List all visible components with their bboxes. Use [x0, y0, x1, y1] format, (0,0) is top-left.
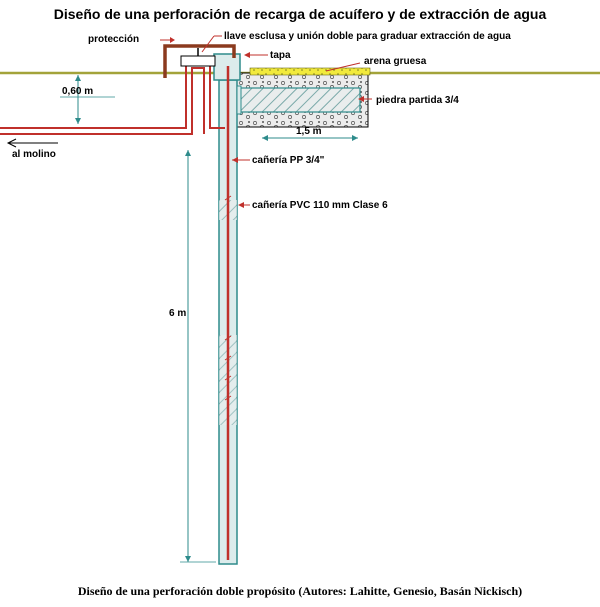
tee-junction [236, 85, 242, 115]
sand-layer [249, 67, 371, 76]
label-piedra: piedra partida 3/4 [376, 95, 459, 106]
gate-valve [180, 55, 216, 67]
extraction-pipe-red-2 [0, 67, 205, 135]
label-pp: cañería PP 3/4" [252, 155, 325, 166]
label-proteccion: protección [88, 34, 139, 45]
protection-pipe [163, 44, 236, 78]
label-al-molino: al molino [12, 149, 56, 160]
label-arena: arena gruesa [364, 56, 427, 67]
horizontal-drain-pipe [237, 87, 361, 113]
label-llave: llave esclusa y unión doble para graduar… [224, 31, 511, 42]
label-tapa: tapa [270, 50, 291, 61]
figure-caption: Diseño de una perforación doble propósit… [77, 584, 523, 598]
label-width: 1,5 m [296, 126, 322, 137]
label-pvc: cañería PVC 110 mm Clase 6 [252, 200, 388, 211]
label-depth-top: 0,60 m [62, 86, 93, 97]
diagram-title: Diseño de una perforación de recarga de … [53, 6, 547, 22]
label-depth-total: 6 m [169, 308, 186, 319]
